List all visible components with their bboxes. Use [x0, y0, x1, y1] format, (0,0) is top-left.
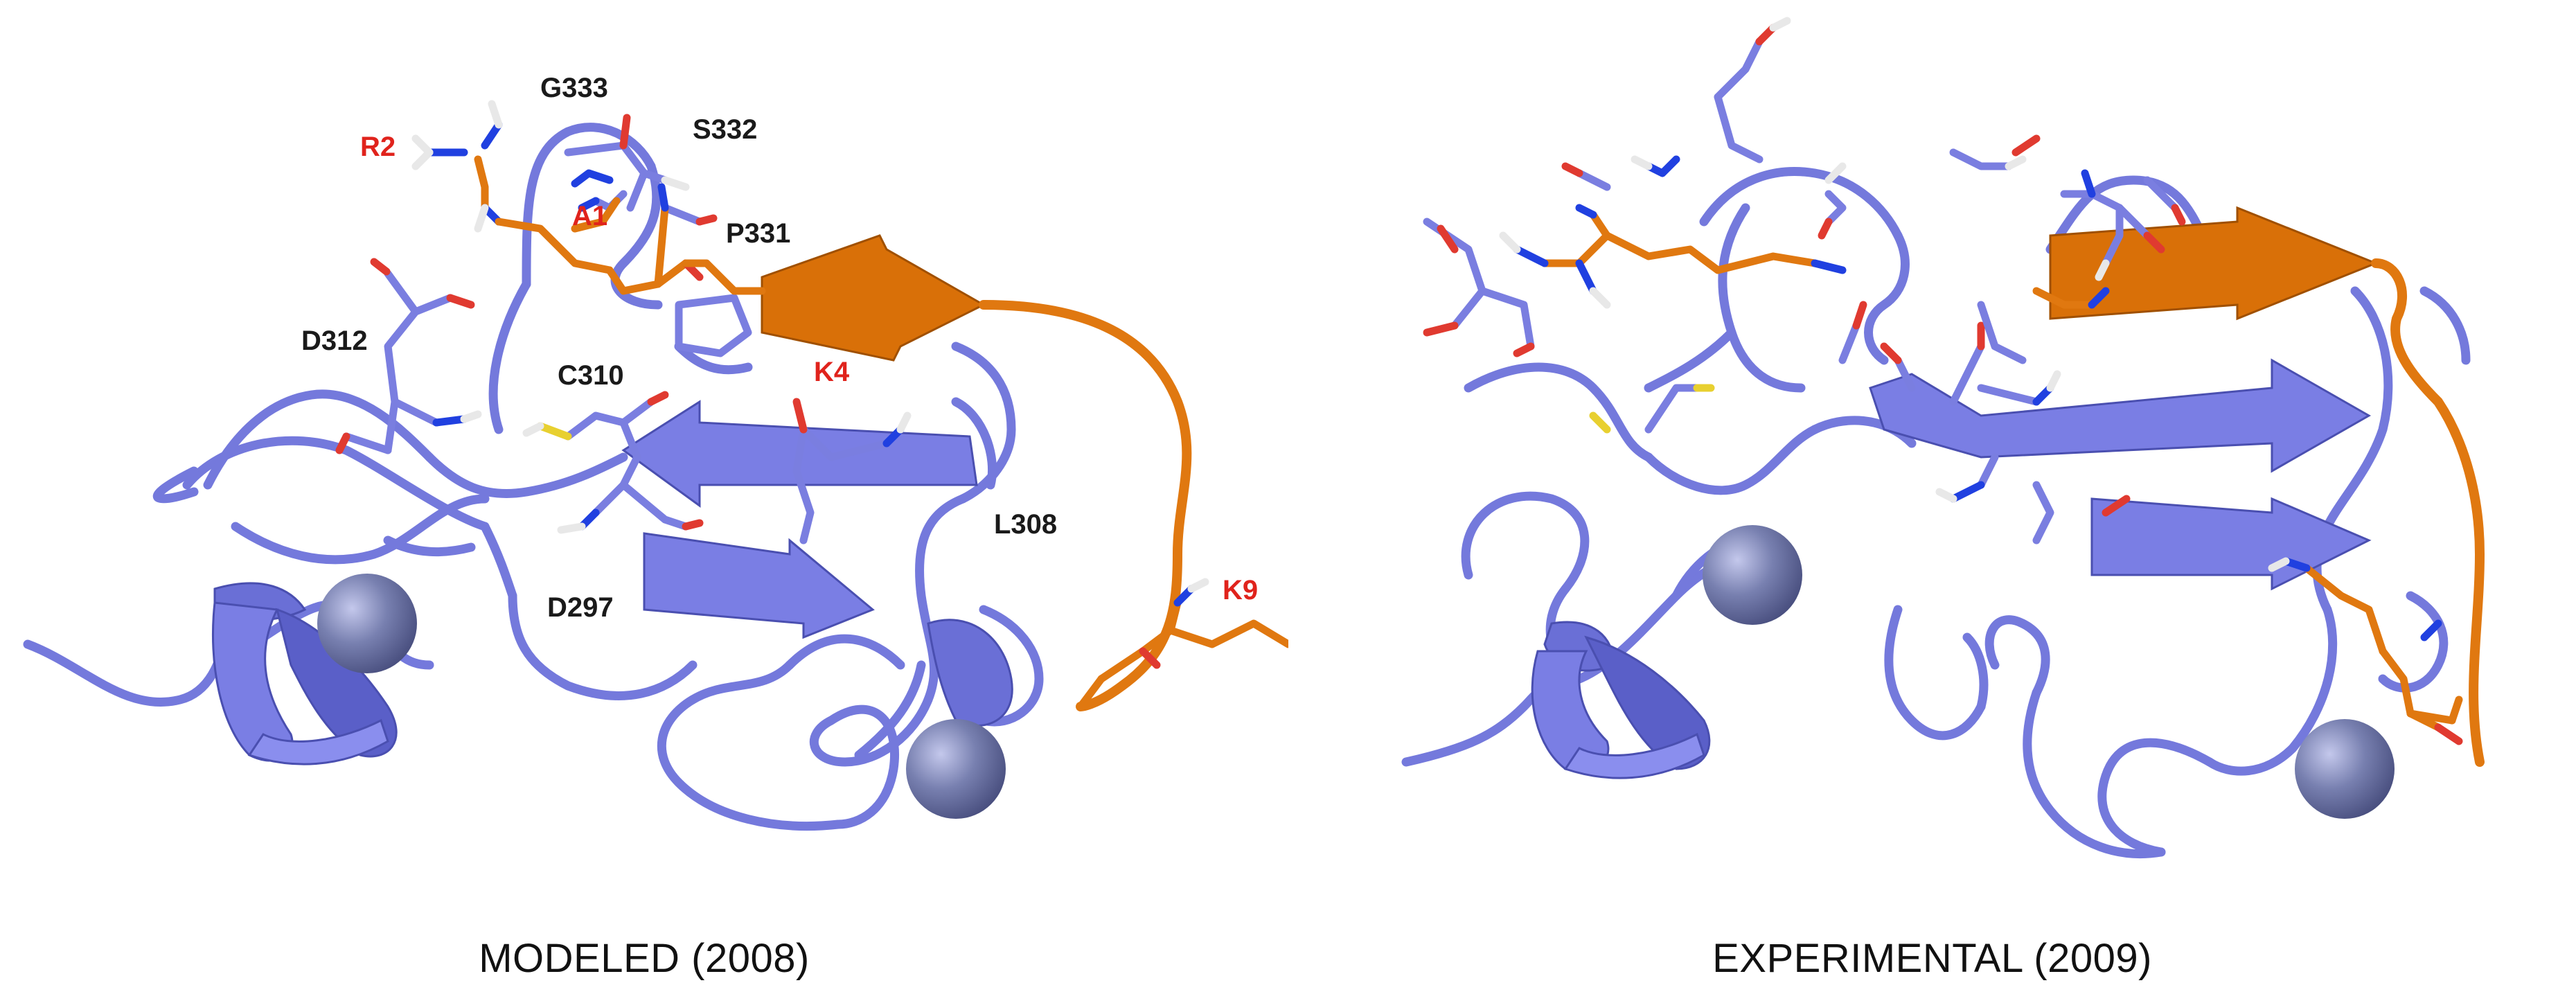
- residue-label-s332: S332: [693, 114, 757, 145]
- modeled-caption: MODELED (2008): [479, 936, 810, 981]
- protein-backbone-loops: [1401, 167, 2471, 858]
- alpha-helix: [1531, 621, 1711, 779]
- residue-labels: G333 S332 P331 D312 C310 L308 D297 R2 A1…: [301, 73, 1258, 623]
- residue-label-r2: R2: [360, 132, 396, 162]
- experimental-caption: EXPERIMENTAL (2009): [1712, 936, 2152, 981]
- residue-label-g333: G333: [540, 73, 608, 103]
- peptide-side-chains: [411, 100, 1288, 711]
- protein-side-chains: [335, 114, 912, 544]
- protein-backbone-loops: [23, 123, 1044, 831]
- zinc-ion: [2295, 719, 2395, 819]
- alpha-helix: [211, 582, 398, 765]
- residue-label-a1: A1: [572, 201, 607, 231]
- modeled-structure-panel: G333 S332 P331 D312 C310 L308 D297 R2 A1…: [23, 73, 1288, 981]
- experimental-structure-graphic: [1401, 17, 2485, 858]
- residue-label-k9: K9: [1223, 575, 1258, 605]
- zinc-ion: [317, 574, 417, 673]
- residue-label-l308: L308: [994, 509, 1057, 540]
- peptide-strand: [761, 234, 1192, 711]
- residue-label-d297: D297: [547, 592, 614, 623]
- modeled-structure-graphic: G333 S332 P331 D312 C310 L308 D297 R2 A1…: [23, 73, 1288, 831]
- protein-side-chains: [1423, 17, 2186, 544]
- beta-strands: [1869, 358, 2372, 591]
- peptide-side-chains: [1499, 204, 2463, 745]
- peptide-strand: [2049, 206, 2485, 767]
- residue-label-d312: D312: [301, 326, 368, 356]
- residue-label-c310: C310: [558, 360, 624, 391]
- experimental-structure-panel: EXPERIMENTAL (2009): [1288, 0, 2576, 1001]
- residue-label-p331: P331: [726, 218, 790, 249]
- zinc-ion: [906, 719, 1006, 819]
- zinc-ion: [1703, 525, 1802, 625]
- residue-label-k4: K4: [814, 357, 850, 387]
